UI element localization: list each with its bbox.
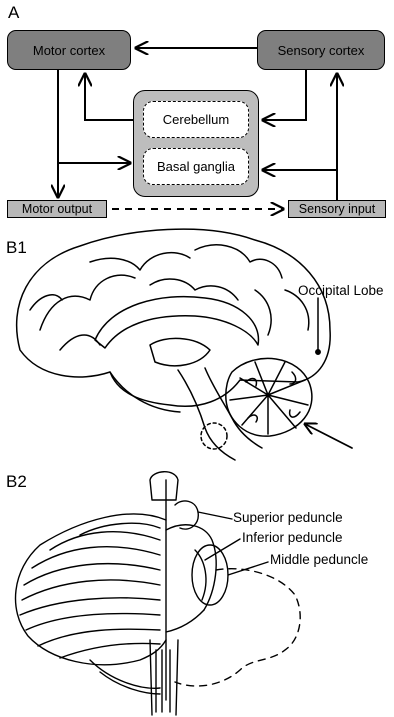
cerebellar-hemisphere-left (16, 514, 167, 665)
leader-inferior (205, 539, 240, 560)
leader-superior (198, 512, 232, 519)
superior-peduncle-label: Superior peduncle (233, 510, 343, 525)
brainstem-lower (150, 640, 178, 715)
middle-peduncle-label: Middle peduncle (270, 552, 368, 567)
inferior-peduncle-label: Inferior peduncle (242, 530, 343, 545)
